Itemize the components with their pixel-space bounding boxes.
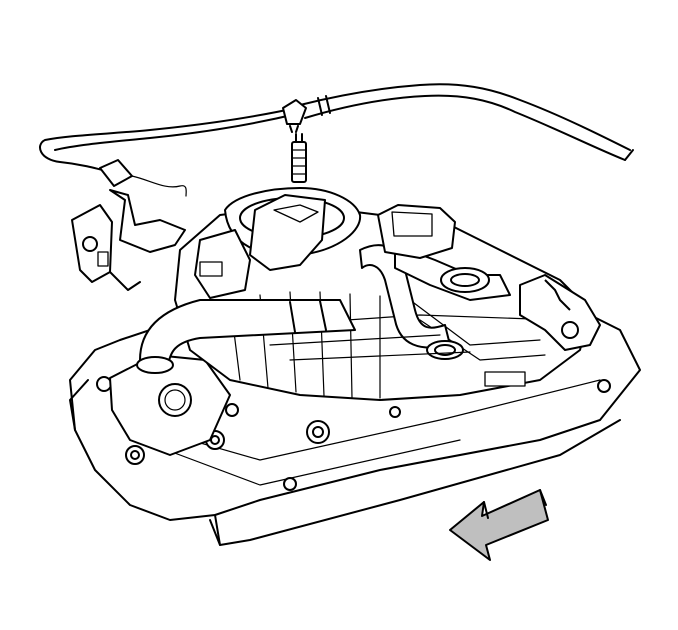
throttle-stud	[291, 133, 307, 183]
cable-bracket	[71, 189, 186, 291]
intake-manifold-assembly-icon	[69, 187, 641, 546]
throttle-cable-icon	[39, 83, 634, 197]
front-direction-arrow-icon	[449, 489, 549, 561]
